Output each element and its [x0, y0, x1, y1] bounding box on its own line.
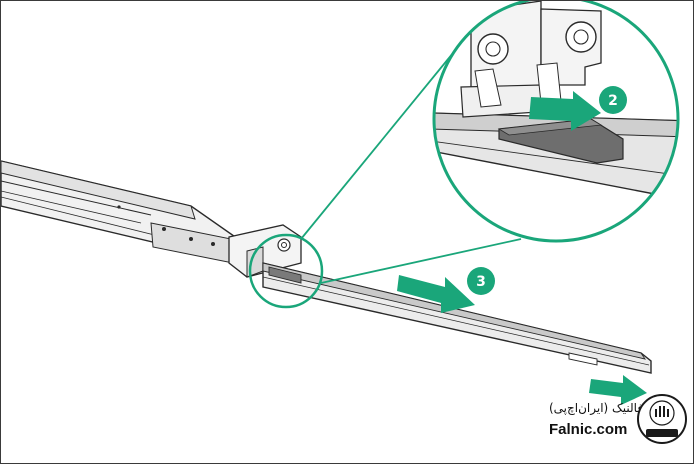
- arrow-step-2: [529, 91, 601, 131]
- step-badge-3: 3: [467, 267, 495, 295]
- detail-callout-small: [248, 233, 324, 309]
- callout-connector-top: [300, 30, 472, 240]
- outer-rail: [1, 160, 242, 264]
- rail-bracket: [228, 224, 302, 278]
- arrow-step-3: [397, 275, 475, 313]
- brand-persian-text: فالنیک (ایران‌اچ‌پی): [549, 401, 644, 415]
- brand-site-text: Falnic.com: [549, 421, 628, 438]
- step-label-2: 2: [608, 93, 618, 109]
- branding-block: فالنیک (ایران‌اچ‌پی) Falnic.com: [541, 391, 691, 463]
- zoom-detail: [434, 1, 678, 241]
- inner-rail: [262, 262, 652, 374]
- detail-callout-zoom: [432, 1, 680, 243]
- arrow-bottom-right: [589, 375, 647, 405]
- callout-connector-bottom: [320, 238, 522, 284]
- brand-seal-logo: [637, 394, 687, 444]
- step-label-3: 3: [476, 274, 486, 290]
- step-badge-2: 2: [599, 86, 627, 114]
